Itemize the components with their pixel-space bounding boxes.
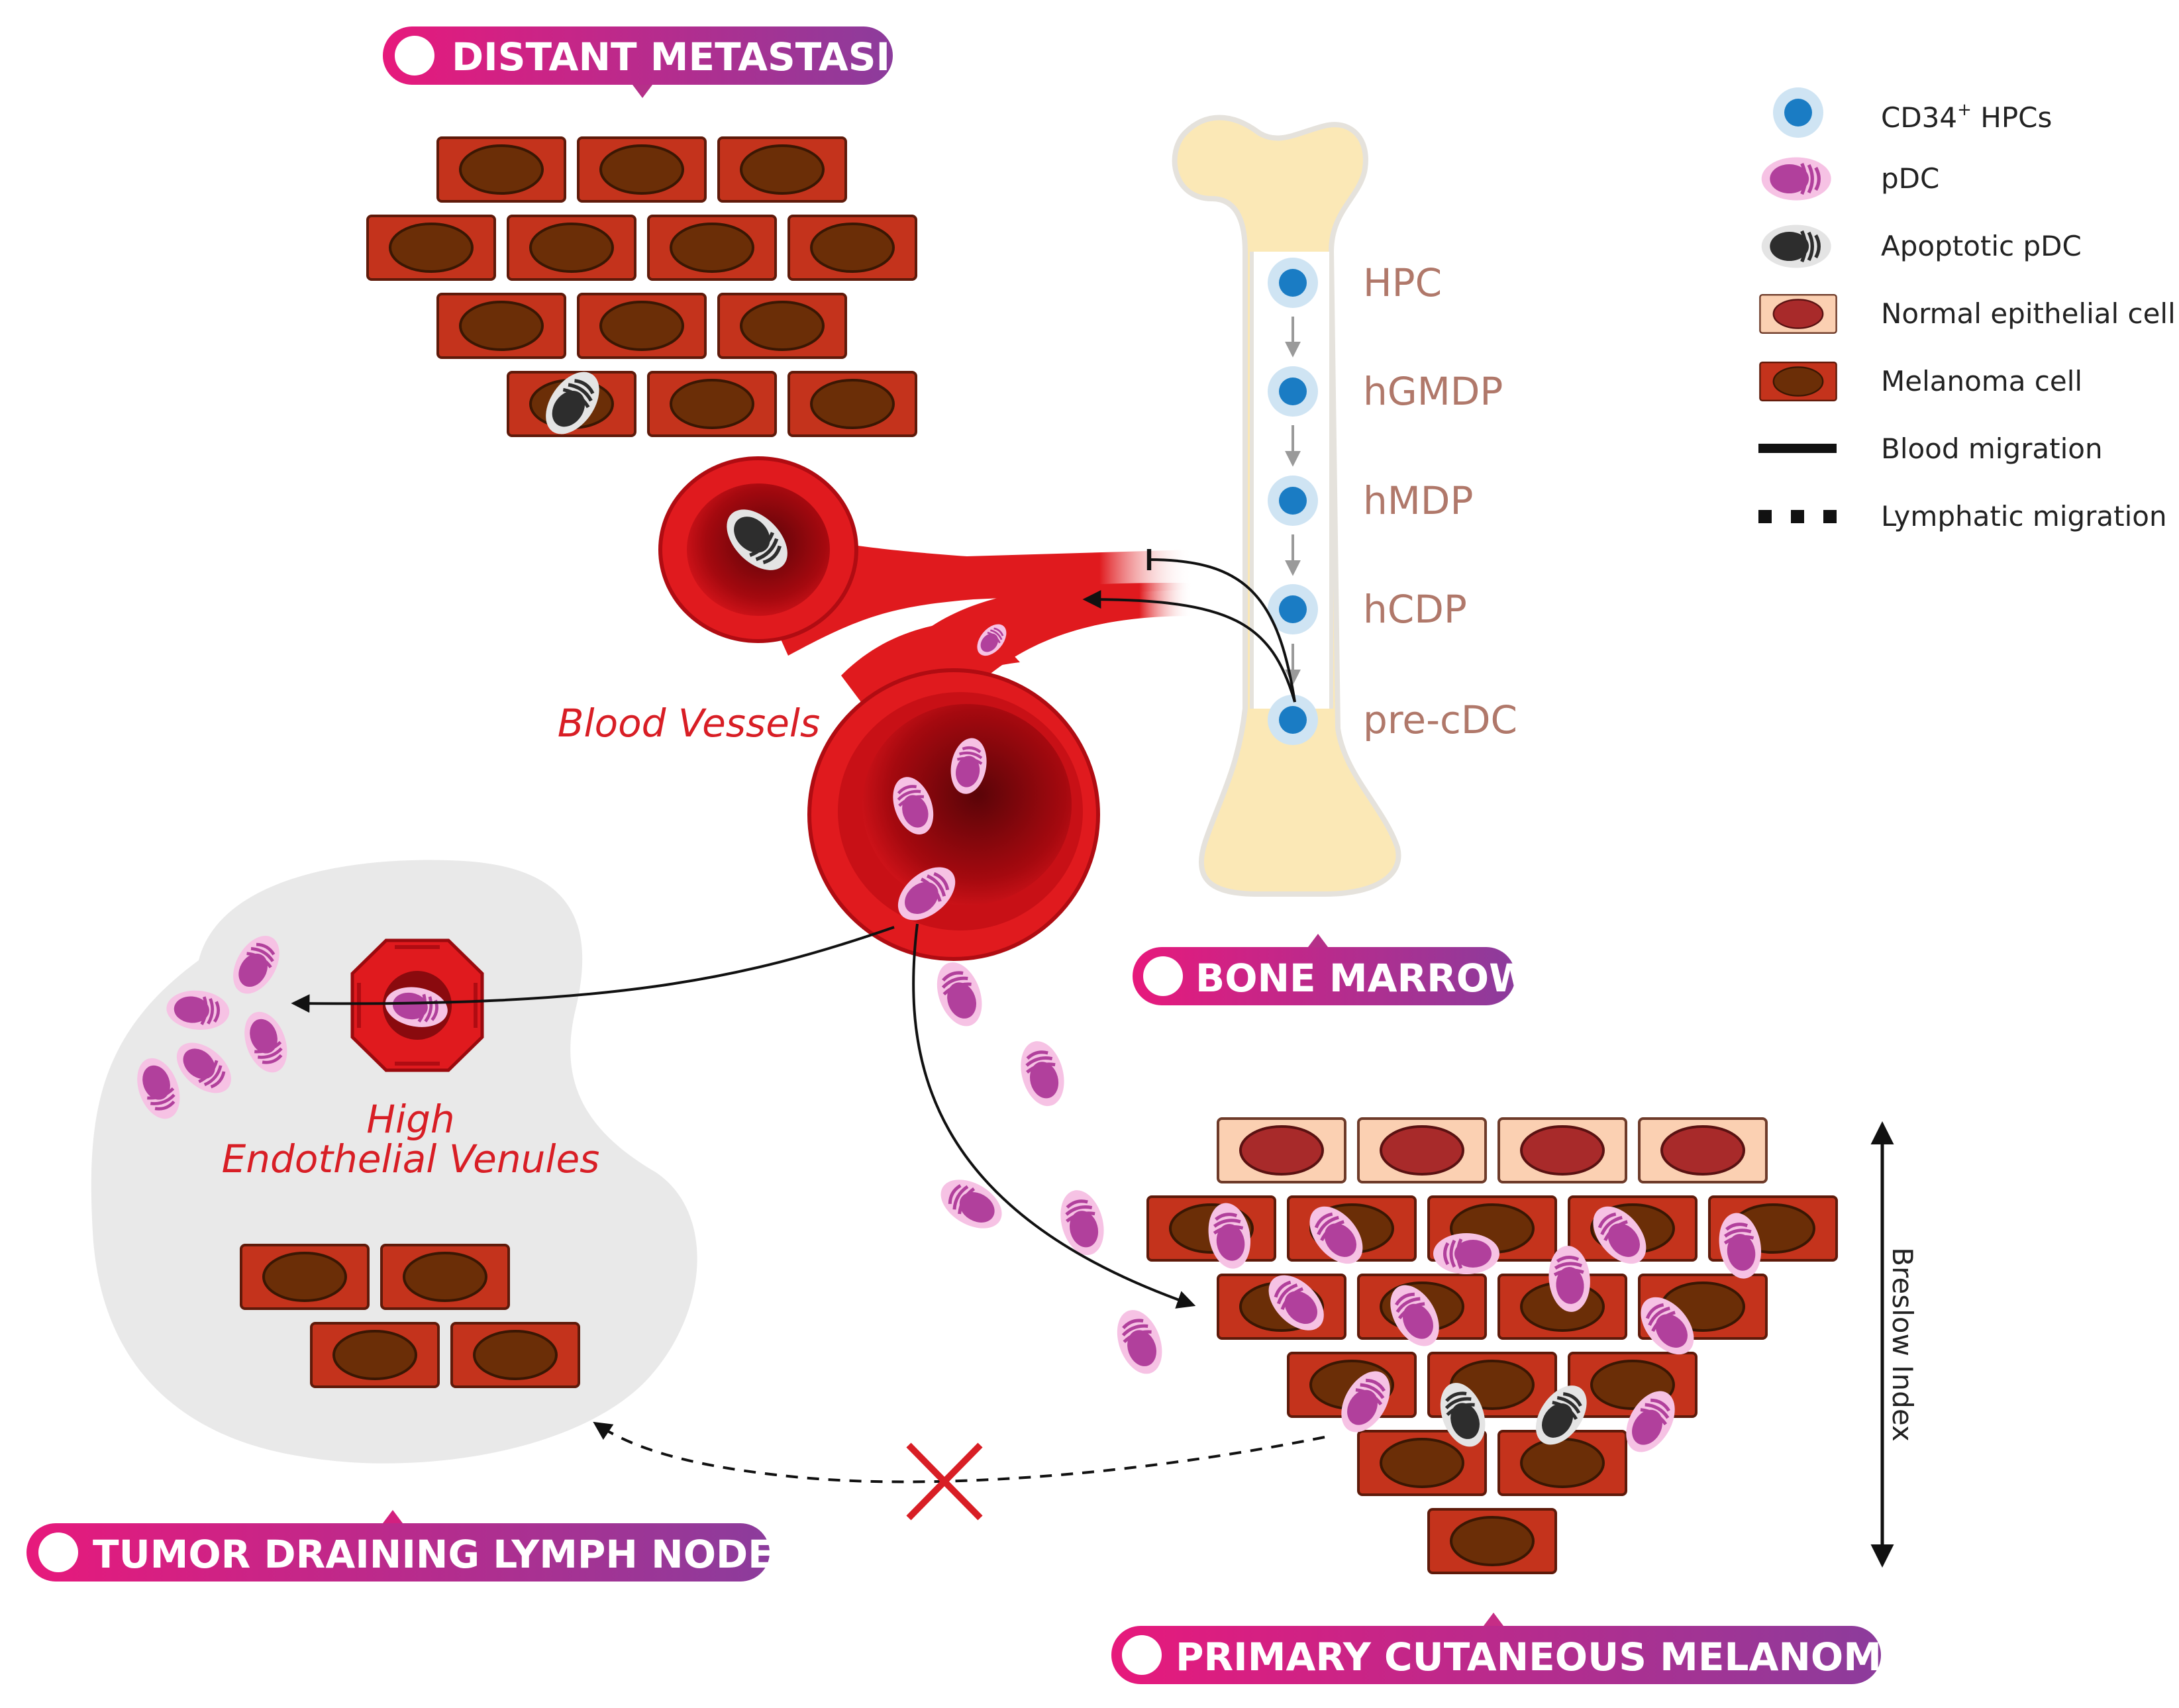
stage-label-hpc: HPC (1363, 260, 1442, 305)
banner-tumor-draining-lymph-nodes-text: TUMOR DRAINING LYMPH NODES (93, 1532, 802, 1577)
blood-migration-arrow-to-melanoma (912, 923, 1196, 1309)
banner-distant-metastasis-text: DISTANT METASTASIS (452, 34, 918, 79)
legend-hpc-label: CD34+ HPCs (1881, 100, 2052, 134)
legend-lymphatic-migration-line (1758, 510, 1837, 523)
banner-tumor-draining-lymph-nodes: TUMOR DRAINING LYMPH NODES (26, 1510, 802, 1582)
distant-metastasis-tissue (366, 136, 917, 444)
stage-label-hcdp: hCDP (1363, 587, 1467, 632)
legend-melanoma-cell-label: Melanoma cell (1881, 365, 2082, 397)
legend-pdc-label: pDC (1881, 162, 1939, 195)
hev-label-line2: Endothelial Venules (222, 1136, 600, 1181)
high-endothelial-venule (350, 938, 484, 1072)
legend-apoptotic-pdc-label: Apoptotic pDC (1881, 230, 2082, 262)
banner-primary-cutaneous-melanoma: PRIMARY CUTANEOUS MELANOMA (1111, 1613, 1911, 1684)
legend-lymphatic-migration-label: Lymphatic migration (1881, 500, 2167, 532)
stage-dot-pre-cdc (1268, 695, 1318, 745)
blood-vessels (658, 456, 1192, 961)
banner-bone-marrow-text: BONE MARROW (1195, 956, 1531, 1001)
stage-dot-hmdp (1268, 476, 1318, 526)
lymph-node-shape (91, 860, 697, 1464)
breslow-index-label: Breslow Index (1886, 1247, 1919, 1442)
stage-label-pre-cdc: pre-cDC (1363, 697, 1517, 742)
primary-melanoma-tissue (1146, 1117, 1838, 1574)
legend-melanoma-cell-icon (1759, 362, 1837, 401)
legend-hpc-icon (1773, 87, 1823, 138)
legend-normal-cell-icon (1759, 294, 1837, 334)
banner-distant-metastasis: DISTANT METASTASIS (383, 26, 918, 98)
lymphatic-migration-arrow (593, 1421, 1325, 1483)
legend-pdc-icon (1762, 157, 1831, 200)
stage-dot-hgmdp (1268, 366, 1318, 417)
hev-label-line1: High (366, 1097, 454, 1142)
legend-blood-migration-line (1758, 444, 1837, 453)
banner-bone-marrow: BONE MARROW (1133, 934, 1531, 1005)
blocked-cross-icon (906, 1442, 983, 1521)
banner-primary-cutaneous-melanoma-text: PRIMARY CUTANEOUS MELANOMA (1176, 1634, 1911, 1680)
stage-label-hgmdp: hGMDP (1363, 369, 1503, 414)
blood-vessels-label: Blood Vessels (558, 701, 821, 746)
stage-label-hmdp: hMDP (1363, 478, 1473, 523)
legend-apoptotic-pdc-icon (1762, 225, 1831, 268)
migrating-pdcs (929, 956, 1170, 1380)
hpc-differentiation (1268, 258, 1318, 745)
legend-blood-migration-label: Blood migration (1881, 432, 2103, 465)
blood-migration-arrow-to-hev (291, 926, 895, 1013)
stage-dot-hpc (1268, 258, 1318, 308)
legend: CD34+ HPCs pDC Apoptotic pDC Normal epit… (1758, 87, 2176, 532)
legend-normal-cell-label: Normal epithelial cell (1881, 297, 2176, 330)
bone-to-vessel-arrows (1082, 548, 1296, 703)
